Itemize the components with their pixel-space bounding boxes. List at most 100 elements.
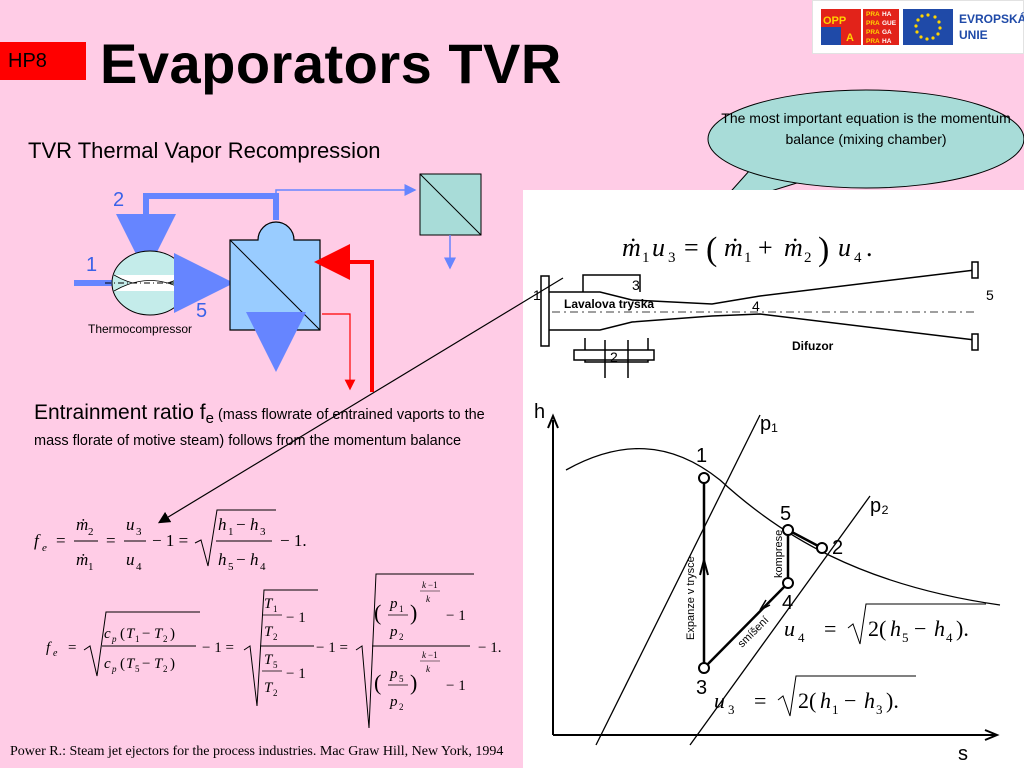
svg-text:1: 1 <box>228 526 234 538</box>
svg-text:ṁ: ṁ <box>76 515 88 534</box>
svg-text:4: 4 <box>136 561 142 573</box>
svg-text:4: 4 <box>854 250 862 266</box>
svg-text:T: T <box>126 656 136 672</box>
svg-text:2: 2 <box>88 526 94 538</box>
svg-text:k: k <box>422 650 427 660</box>
hs-point-4: 4 <box>782 592 793 614</box>
svg-text:f: f <box>46 640 52 656</box>
svg-text:− 1: − 1 <box>286 610 306 626</box>
svg-text:ṁ: ṁ <box>724 233 743 262</box>
svg-text:1: 1 <box>135 634 140 644</box>
connector-arrow <box>157 277 564 524</box>
svg-text:h: h <box>820 688 831 713</box>
svg-text:HA: HA <box>882 11 892 18</box>
page-title: Evaporators TVR <box>100 32 562 95</box>
svg-text:(: ( <box>120 656 125 672</box>
svg-text:PRA: PRA <box>866 20 880 27</box>
section-subtitle: TVR Thermal Vapor Recompression <box>28 138 381 163</box>
svg-text:): ) <box>170 656 175 672</box>
svg-text:(: ( <box>374 600 381 625</box>
svg-text:ṁ: ṁ <box>76 550 88 569</box>
svg-text:e: e <box>53 648 58 659</box>
ejector-point-5: 5 <box>986 287 994 303</box>
stream-1-label: 1 <box>86 254 97 276</box>
svg-text:3: 3 <box>728 702 735 717</box>
hs-point-3: 3 <box>696 677 707 699</box>
svg-text:p: p <box>389 624 398 640</box>
svg-text:.: . <box>866 233 873 262</box>
svg-text:h: h <box>250 515 259 534</box>
eu-logo: OPP A PRA HA PRA GUE PRA GA PRA HA EVROP… <box>812 0 1024 54</box>
slide-badge: HP8 <box>0 42 86 80</box>
svg-text:PRA: PRA <box>866 11 880 18</box>
svg-text:h: h <box>250 550 259 569</box>
svg-text:T: T <box>264 596 274 612</box>
svg-text:h: h <box>934 616 945 641</box>
expansion-label: Expanze v trysce <box>685 556 697 640</box>
nozzle-label: Lavalova tryska <box>564 297 654 311</box>
svg-text:1: 1 <box>273 604 278 614</box>
svg-text:): ) <box>410 670 417 695</box>
isobar-p1-label: p₁ <box>760 413 778 435</box>
svg-text:u: u <box>714 688 725 713</box>
svg-text:−: − <box>844 688 856 713</box>
diffuser-label: Difuzor <box>792 339 834 353</box>
svg-text:−: − <box>236 515 246 534</box>
svg-text:2(: 2( <box>868 616 886 641</box>
svg-text:(: ( <box>120 626 125 642</box>
svg-text:− 1: − 1 <box>446 678 466 694</box>
svg-text:5: 5 <box>273 660 278 670</box>
svg-text:1: 1 <box>642 250 650 266</box>
svg-text:2: 2 <box>273 688 278 698</box>
svg-text:GA: GA <box>882 29 892 36</box>
svg-text:− 1: − 1 <box>286 666 306 682</box>
svg-text:2: 2 <box>163 634 168 644</box>
svg-text:−: − <box>142 656 150 672</box>
svg-text:u: u <box>838 233 851 262</box>
svg-text:2: 2 <box>399 702 404 712</box>
svg-text:ṁ: ṁ <box>784 233 803 262</box>
svg-text:− 1 =: − 1 = <box>202 640 234 656</box>
svg-text:1: 1 <box>399 604 404 614</box>
svg-text:T: T <box>264 680 274 696</box>
svg-text:u: u <box>126 515 135 534</box>
svg-text:f: f <box>34 531 41 550</box>
svg-text:1: 1 <box>832 702 839 717</box>
ejector-panel <box>523 190 1024 768</box>
svg-text:k: k <box>422 580 427 590</box>
svg-text:c: c <box>104 656 111 672</box>
svg-text:h: h <box>218 515 227 534</box>
svg-text:=: = <box>824 616 836 641</box>
svg-text:=: = <box>684 233 699 262</box>
saturation-curve <box>565 448 1001 606</box>
svg-text:u: u <box>652 233 665 262</box>
svg-text:A: A <box>846 32 854 44</box>
svg-text:2: 2 <box>399 632 404 642</box>
svg-text:(: ( <box>706 231 717 268</box>
svg-text:5: 5 <box>902 630 909 645</box>
svg-text:− 1: − 1 <box>446 608 466 624</box>
svg-text:1: 1 <box>88 561 94 573</box>
svg-text:=: = <box>754 688 766 713</box>
svg-text:3: 3 <box>260 526 266 538</box>
hs-point-1: 1 <box>696 445 707 467</box>
svg-text:c: c <box>104 626 111 642</box>
tvr-process-scheme: 2 1 5 Thermocompressor <box>74 173 482 392</box>
thermocompressor-label: Thermocompressor <box>88 322 192 336</box>
svg-text:−1: −1 <box>428 580 438 590</box>
entrainment-description: Entrainment ratio fe (mass flowrate of e… <box>34 401 485 449</box>
svg-text:2(: 2( <box>798 688 816 713</box>
svg-text:1: 1 <box>744 250 752 266</box>
svg-text:3: 3 <box>668 250 676 266</box>
svg-text:3: 3 <box>876 702 883 717</box>
ejector-point-2: 2 <box>610 349 618 365</box>
svg-text:=: = <box>106 531 116 550</box>
svg-text:PRA: PRA <box>866 29 880 36</box>
svg-text:).: ). <box>886 688 899 713</box>
